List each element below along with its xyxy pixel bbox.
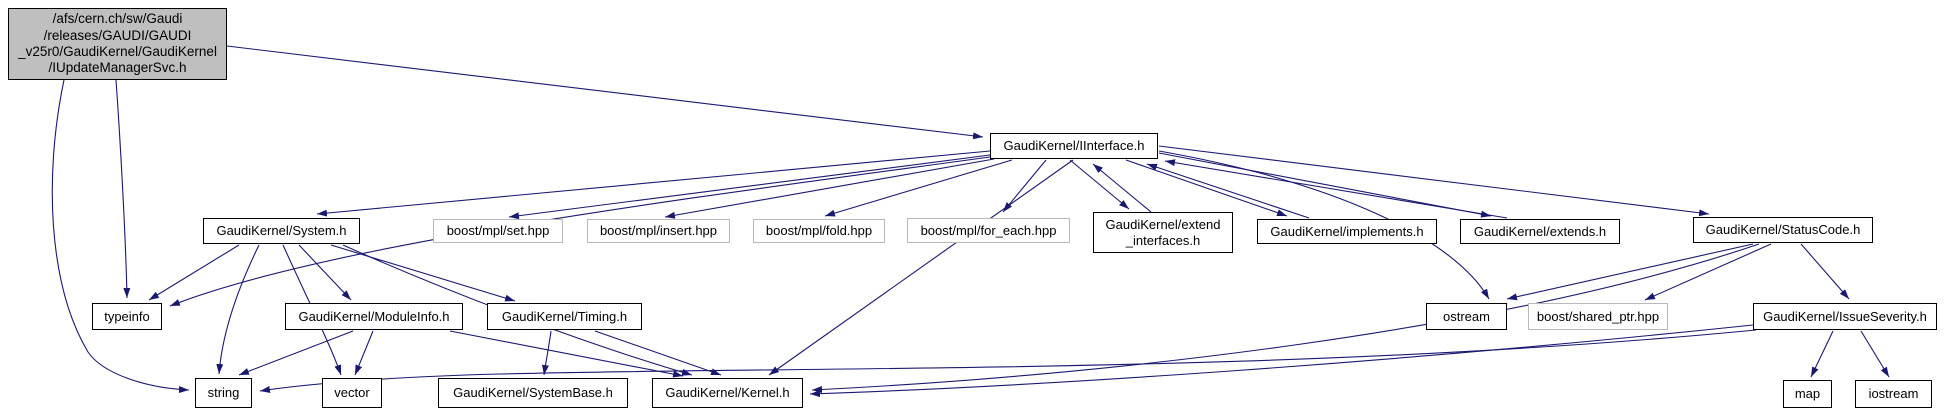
node-systembase-h[interactable]: GaudiKernel/SystemBase.h	[438, 378, 628, 408]
edge-system-moduleinfo	[298, 244, 352, 301]
node-moduleinfo-h[interactable]: GaudiKernel/ModuleInfo.h	[285, 303, 463, 330]
node-boost-mpl-for-each-hpp: boost/mpl/for_each.hpp	[907, 218, 1070, 243]
node-extends-h[interactable]: GaudiKernel/extends.h	[1460, 219, 1620, 244]
edge-extend_interfaces-iinterface	[1092, 163, 1152, 213]
edge-moduleinfo-kernel	[449, 330, 684, 378]
edge-iinterface-system	[316, 150, 991, 217]
edge-root-string	[51, 79, 190, 394]
edge-issueseverity-iostream	[1860, 330, 1890, 378]
node-vector: vector	[322, 378, 382, 408]
edge-system-timing	[330, 244, 516, 302]
edge-timing-kernel	[594, 330, 722, 376]
node-boost-mpl-set-hpp: boost/mpl/set.hpp	[433, 219, 563, 243]
edge-iinterface-statuscode	[1158, 145, 1710, 217]
edge-issueseverity-map	[1810, 330, 1834, 378]
node-iostream: iostream	[1855, 380, 1932, 408]
edge-root-iinterface	[226, 45, 984, 140]
edge-system-string	[216, 244, 260, 375]
edge-moduleinfo-vector	[354, 330, 374, 376]
edge-statuscode-kernel	[811, 243, 1760, 394]
edge-iinterface-mpl_foreach	[1002, 159, 1047, 213]
node-boost-shared-ptr-hpp: boost/shared_ptr.hpp	[1528, 303, 1668, 330]
edge-iinterface-extends	[1158, 152, 1492, 218]
node-extend-interfaces-h[interactable]: GaudiKernel/extend _interfaces.h	[1093, 212, 1233, 253]
edge-statuscode-ostream	[1506, 243, 1754, 301]
node-iinterface-h[interactable]: GaudiKernel/IInterface.h	[990, 133, 1158, 159]
node-ostream: ostream	[1426, 303, 1507, 330]
node-typeinfo: typeinfo	[92, 303, 162, 330]
edge-system-typeinfo	[148, 244, 240, 301]
node-statuscode-h[interactable]: GaudiKernel/StatusCode.h	[1693, 217, 1873, 243]
node-boost-mpl-fold-hpp: boost/mpl/fold.hpp	[753, 219, 885, 243]
edge-implements-iinterface	[1146, 163, 1310, 219]
edge-extends-iinterface	[1164, 159, 1508, 219]
node-timing-h[interactable]: GaudiKernel/Timing.h	[487, 303, 642, 330]
edge-iinterface-ostream	[1158, 150, 1490, 300]
edge-iinterface-mpl_set	[508, 154, 991, 220]
edge-issueseverity-kernel	[809, 324, 1754, 398]
node-system-h[interactable]: GaudiKernel/System.h	[203, 218, 360, 244]
node-string: string	[195, 378, 252, 408]
edge-iinterface-mpl_fold	[824, 159, 1013, 217]
edge-statuscode-issueseverity	[1800, 243, 1850, 300]
edge-statuscode-shared_ptr	[1644, 243, 1772, 301]
edge-iinterface-mpl_insert	[664, 158, 995, 219]
edge-root-typeinfo	[115, 79, 131, 299]
edge-iinterface-kernel	[768, 159, 1074, 376]
edge-timing-systembase	[541, 330, 552, 376]
node-map: map	[1783, 380, 1832, 408]
node-boost-mpl-insert-hpp: boost/mpl/insert.hpp	[587, 219, 730, 243]
node-iupdatemanagersvc-h[interactable]: /afs/cern.ch/sw/Gaudi /releases/GAUDI/GA…	[8, 8, 227, 80]
node-implements-h[interactable]: GaudiKernel/implements.h	[1257, 219, 1437, 244]
node-issueseverity-h[interactable]: GaudiKernel/IssueSeverity.h	[1753, 303, 1937, 330]
edge-moduleinfo-string	[238, 330, 354, 376]
edge-iinterface-extend_interfaces	[1069, 159, 1130, 210]
node-kernel-h[interactable]: GaudiKernel/Kernel.h	[652, 378, 803, 408]
